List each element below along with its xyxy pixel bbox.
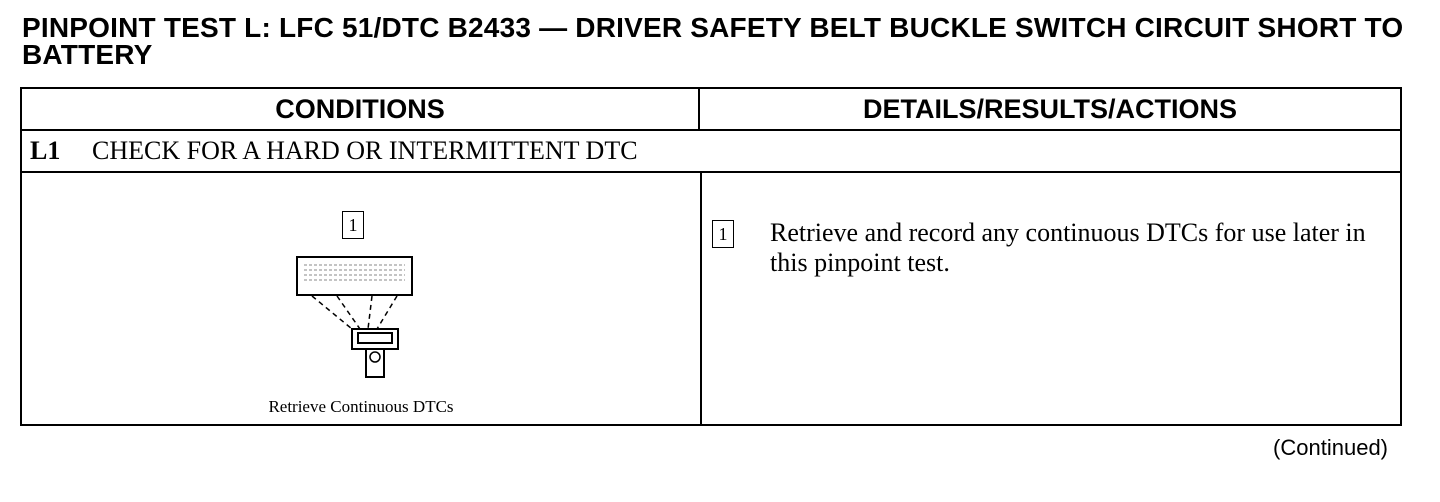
action-callout: 1 xyxy=(712,220,734,248)
page-title: PINPOINT TEST L: LFC 51/DTC B2433 — DRIV… xyxy=(22,12,1404,70)
step-id: L1 xyxy=(30,136,61,165)
column-divider xyxy=(700,173,702,424)
pinpoint-table: CONDITIONS DETAILS/RESULTS/ACTIONS L1 CH… xyxy=(20,87,1402,426)
illustration-caption: Retrieve Continuous DTCs xyxy=(268,397,454,416)
scan-tool-icon xyxy=(296,256,413,378)
divider xyxy=(22,171,1400,173)
continued-label: (Continued) xyxy=(1273,435,1388,460)
conditions-header: CONDITIONS xyxy=(22,89,700,129)
step-row: L1 CHECK FOR A HARD OR INTERMITTENT DTC xyxy=(22,131,1400,171)
step-title: CHECK FOR A HARD OR INTERMITTENT DTC xyxy=(92,136,638,165)
action-text: Retrieve and record any continuous DTCs … xyxy=(770,218,1366,277)
illustration-callout: 1 xyxy=(342,211,364,239)
divider xyxy=(22,129,1400,131)
details-header: DETAILS/RESULTS/ACTIONS xyxy=(862,93,1237,124)
